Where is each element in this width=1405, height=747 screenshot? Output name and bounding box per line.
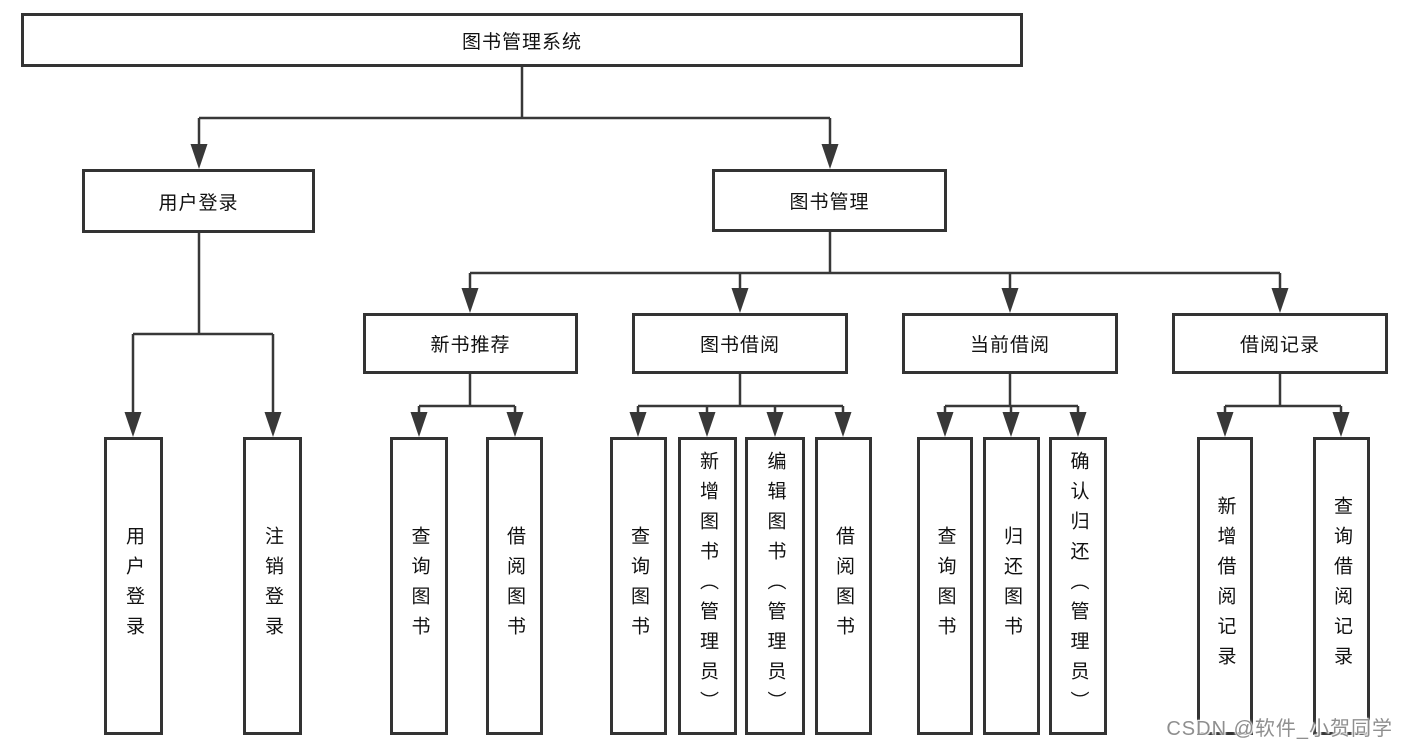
leaf-label: 注销登录 [262, 526, 283, 646]
leaf-newbook-borrow-book: 借阅图书 [486, 437, 543, 735]
leaf-label: 归还图书 [1001, 526, 1022, 646]
leaf-newbook-query-book: 查询图书 [390, 437, 448, 735]
leaf-current-query-book: 查询图书 [917, 437, 973, 735]
leaf-label: 确认归还（管理员） [1067, 451, 1089, 721]
leaf-label: 借阅图书 [504, 526, 525, 646]
leaf-logout: 注销登录 [243, 437, 302, 735]
leaf-user-login: 用户登录 [104, 437, 163, 735]
node-borrow-records: 借阅记录 [1172, 313, 1388, 374]
csdn-watermark: CSDN @软件_小贺同学 [1166, 718, 1393, 740]
leaf-current-confirm-return-admin: 确认归还（管理员） [1049, 437, 1107, 735]
node-new-book-recommend: 新书推荐 [363, 313, 578, 374]
leaf-label: 查询图书 [408, 526, 430, 646]
leaf-borrowing-borrow-book: 借阅图书 [815, 437, 872, 735]
leaf-record-query-borrow-record: 查询借阅记录 [1313, 437, 1370, 735]
leaf-current-return-book: 归还图书 [983, 437, 1040, 735]
leaf-label: 新增借阅记录 [1214, 496, 1236, 676]
node-root-system: 图书管理系统 [21, 13, 1023, 67]
leaf-label: 查询借阅记录 [1331, 496, 1352, 676]
leaf-label: 查询图书 [628, 526, 649, 646]
node-user-login: 用户登录 [82, 169, 315, 233]
node-book-management: 图书管理 [712, 169, 947, 232]
arrowhead-icons [124, 144, 1350, 437]
leaf-borrowing-edit-book-admin: 编辑图书（管理员） [745, 437, 805, 735]
node-book-borrowing: 图书借阅 [632, 313, 848, 374]
leaf-label: 新增图书（管理员） [697, 451, 718, 721]
leaf-label: 查询图书 [934, 526, 956, 646]
node-current-borrowing: 当前借阅 [902, 313, 1118, 374]
leaf-label: 借阅图书 [833, 526, 854, 646]
leaf-borrowing-add-book-admin: 新增图书（管理员） [678, 437, 737, 735]
leaf-label: 编辑图书（管理员） [764, 451, 786, 721]
leaf-borrowing-query-book: 查询图书 [610, 437, 667, 735]
leaf-label: 用户登录 [123, 526, 144, 646]
leaf-record-add-borrow-record: 新增借阅记录 [1197, 437, 1253, 735]
